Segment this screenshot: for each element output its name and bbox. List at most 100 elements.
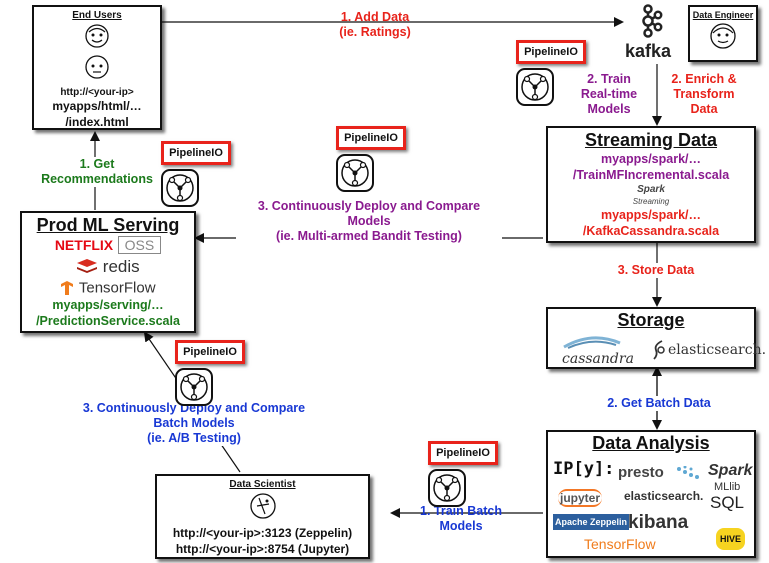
data-scientist-title: Data Scientist xyxy=(229,479,296,490)
user-face-icon xyxy=(85,24,109,48)
pipelineio-badge-batch-deploy: PipelineIO xyxy=(175,340,245,411)
pipelineio-badge-streaming: PipelineIO xyxy=(516,40,586,111)
spark-streaming-sub: Streaming xyxy=(632,197,670,206)
prod-tensorflow-text: TensorFlow xyxy=(78,279,156,297)
label-get-recommendations: 1. Get Recommendations xyxy=(38,157,156,187)
label-train-batch: 1. Train Batch Models xyxy=(412,504,510,534)
label-enrich-3: Data xyxy=(690,102,718,116)
spark-streaming-spark: Spark xyxy=(637,184,665,195)
end-users-title: End Users xyxy=(72,10,122,21)
label-add-data-2: (ie. Ratings) xyxy=(339,25,411,39)
kafka-text: kafka xyxy=(624,41,672,61)
analysis-elasticsearch-logo: elasticsearch. xyxy=(624,489,704,503)
hive-logo: HIVE xyxy=(716,528,746,550)
redis-logo: redis xyxy=(22,257,194,277)
pipelineio-badge-deploy: PipelineIO xyxy=(336,126,406,197)
prod-ml-serving-box: Prod ML Serving NETFLIX OSS redis Tensor… xyxy=(20,211,196,333)
ipython-logo: IP[y]: xyxy=(553,459,615,479)
label-add-data-1: 1. Add Data xyxy=(340,10,410,24)
tensorflow-icon xyxy=(61,280,74,295)
label-store-data: 3. Store Data xyxy=(610,263,702,278)
data-engineer-box: Data Engineer xyxy=(688,5,758,62)
label-train-realtime-1: 2. Train xyxy=(587,72,631,86)
spark-streaming-logo: Spark Streaming xyxy=(548,183,754,207)
pipelineio-badge-batch-train: PipelineIO xyxy=(428,441,498,512)
prod-tensorflow-logo: TensorFlow xyxy=(22,279,194,297)
pipelineio-label: PipelineIO xyxy=(336,126,406,150)
storage-elasticsearch-logo: elasticsearch. xyxy=(668,342,767,358)
label-deploy-batch: 3. Continuously Deploy and Compare Batch… xyxy=(58,401,330,446)
label-train-realtime: 2. Train Real-time Models xyxy=(573,72,645,117)
label-train-realtime-2: Real-time xyxy=(580,87,638,101)
pipelineio-label: PipelineIO xyxy=(428,441,498,465)
data-engineer-title: Data Engineer xyxy=(692,10,754,20)
pipelineio-label: PipelineIO xyxy=(516,40,586,64)
presto-dots-icon xyxy=(677,466,699,479)
pipelineio-label: PipelineIO xyxy=(161,141,231,165)
end-users-box: End Users http://<your-ip> myapps/html/…… xyxy=(32,5,162,130)
label-deploy-batch-2: Batch Models xyxy=(153,416,235,430)
pipelineio-badge-recommendations: PipelineIO xyxy=(161,141,231,212)
label-deploy-models: 3. Continuously Deploy and Compare Model… xyxy=(236,199,502,244)
analysis-tensorflow-logo: TensorFlow xyxy=(584,536,656,552)
label-get-recommendations-2: Recommendations xyxy=(41,172,153,186)
kafka-icon xyxy=(642,4,663,38)
label-get-batch-data: 2. Get Batch Data xyxy=(598,396,720,411)
cassandra-logo: cassandra xyxy=(562,351,634,367)
presto-logo: presto xyxy=(618,464,664,481)
jupyter-logo: jupyter xyxy=(558,489,603,507)
cassandra-eye-icon xyxy=(563,336,621,349)
prod-path-2: /PredictionService.scala xyxy=(36,314,180,328)
end-users-path-2: /index.html xyxy=(65,115,129,129)
redis-icon xyxy=(77,259,98,273)
pipelineio-node-icon xyxy=(175,368,213,406)
label-deploy-models-1: 3. Continuously Deploy and Compare xyxy=(257,199,481,213)
label-enrich: 2. Enrich & Transform Data xyxy=(665,72,743,117)
scientist-line-2: http://<your-ip>:8754 (Jupyter) xyxy=(175,542,350,556)
prod-path-1: myapps/serving/… xyxy=(52,298,164,312)
streaming-data-box: Streaming Data myapps/spark/… /TrainMFIn… xyxy=(546,126,756,243)
netflix-oss-logo: NETFLIX OSS xyxy=(22,236,194,255)
kibana-logo: kibana xyxy=(628,512,689,533)
analysis-spark-logo: Spark xyxy=(708,462,753,479)
label-deploy-models-3: (ie. Multi-armed Bandit Testing) xyxy=(276,229,462,243)
label-enrich-1: 2. Enrich & xyxy=(671,72,737,86)
label-deploy-models-2: Models xyxy=(347,214,391,228)
scientist-face-icon xyxy=(249,493,276,519)
prod-ml-serving-title: Prod ML Serving xyxy=(36,215,180,235)
mllib-logo: MLlib xyxy=(714,481,741,493)
storage-box: Storage cassandra elasticsearch. xyxy=(546,307,766,369)
redis-text: redis xyxy=(102,257,140,276)
end-users-path-1: myapps/html/… xyxy=(52,99,142,113)
storage-title: Storage xyxy=(617,310,685,330)
label-deploy-batch-1: 3. Continuously Deploy and Compare xyxy=(82,401,306,415)
data-analysis-box: Data Analysis IP[y]: presto Spark jupyte… xyxy=(546,430,756,558)
label-get-recommendations-1: 1. Get xyxy=(79,157,115,171)
streaming-path-2: /TrainMFIncremental.scala xyxy=(572,168,730,182)
streaming-data-title: Streaming Data xyxy=(584,130,718,150)
label-enrich-2: Transform xyxy=(673,87,735,101)
elasticsearch-icon xyxy=(653,340,665,360)
label-train-batch-1: 1. Train Batch xyxy=(420,504,502,518)
netflix-logo: NETFLIX xyxy=(54,237,114,253)
engineer-face-icon xyxy=(710,23,736,49)
pipelineio-label: PipelineIO xyxy=(175,340,245,364)
label-add-data: 1. Add Data (ie. Ratings) xyxy=(320,10,430,40)
pipelineio-node-icon xyxy=(516,68,554,106)
pipelineio-node-icon xyxy=(428,469,466,507)
user-face-icon-2 xyxy=(85,55,109,79)
pipelineio-node-icon xyxy=(161,169,199,207)
streaming-path-4: /KafkaCassandra.scala xyxy=(582,224,720,238)
zeppelin-logo: Apache Zeppelin xyxy=(553,514,630,530)
label-train-batch-2: Models xyxy=(439,519,483,533)
sql-logo: SQL xyxy=(710,493,745,512)
data-scientist-box: Data Scientist http://<your-ip>:3123 (Ze… xyxy=(155,474,370,559)
streaming-path-1: myapps/spark/… xyxy=(600,152,702,166)
oss-logo: OSS xyxy=(117,236,162,254)
label-deploy-batch-3: (ie. A/B Testing) xyxy=(147,431,241,445)
data-analysis-title: Data Analysis xyxy=(592,433,710,453)
end-users-url: http://<your-ip> xyxy=(60,87,134,98)
kafka-logo: kafka xyxy=(622,4,674,62)
pipelineio-node-icon xyxy=(336,154,374,192)
label-train-realtime-3: Models xyxy=(587,102,631,116)
